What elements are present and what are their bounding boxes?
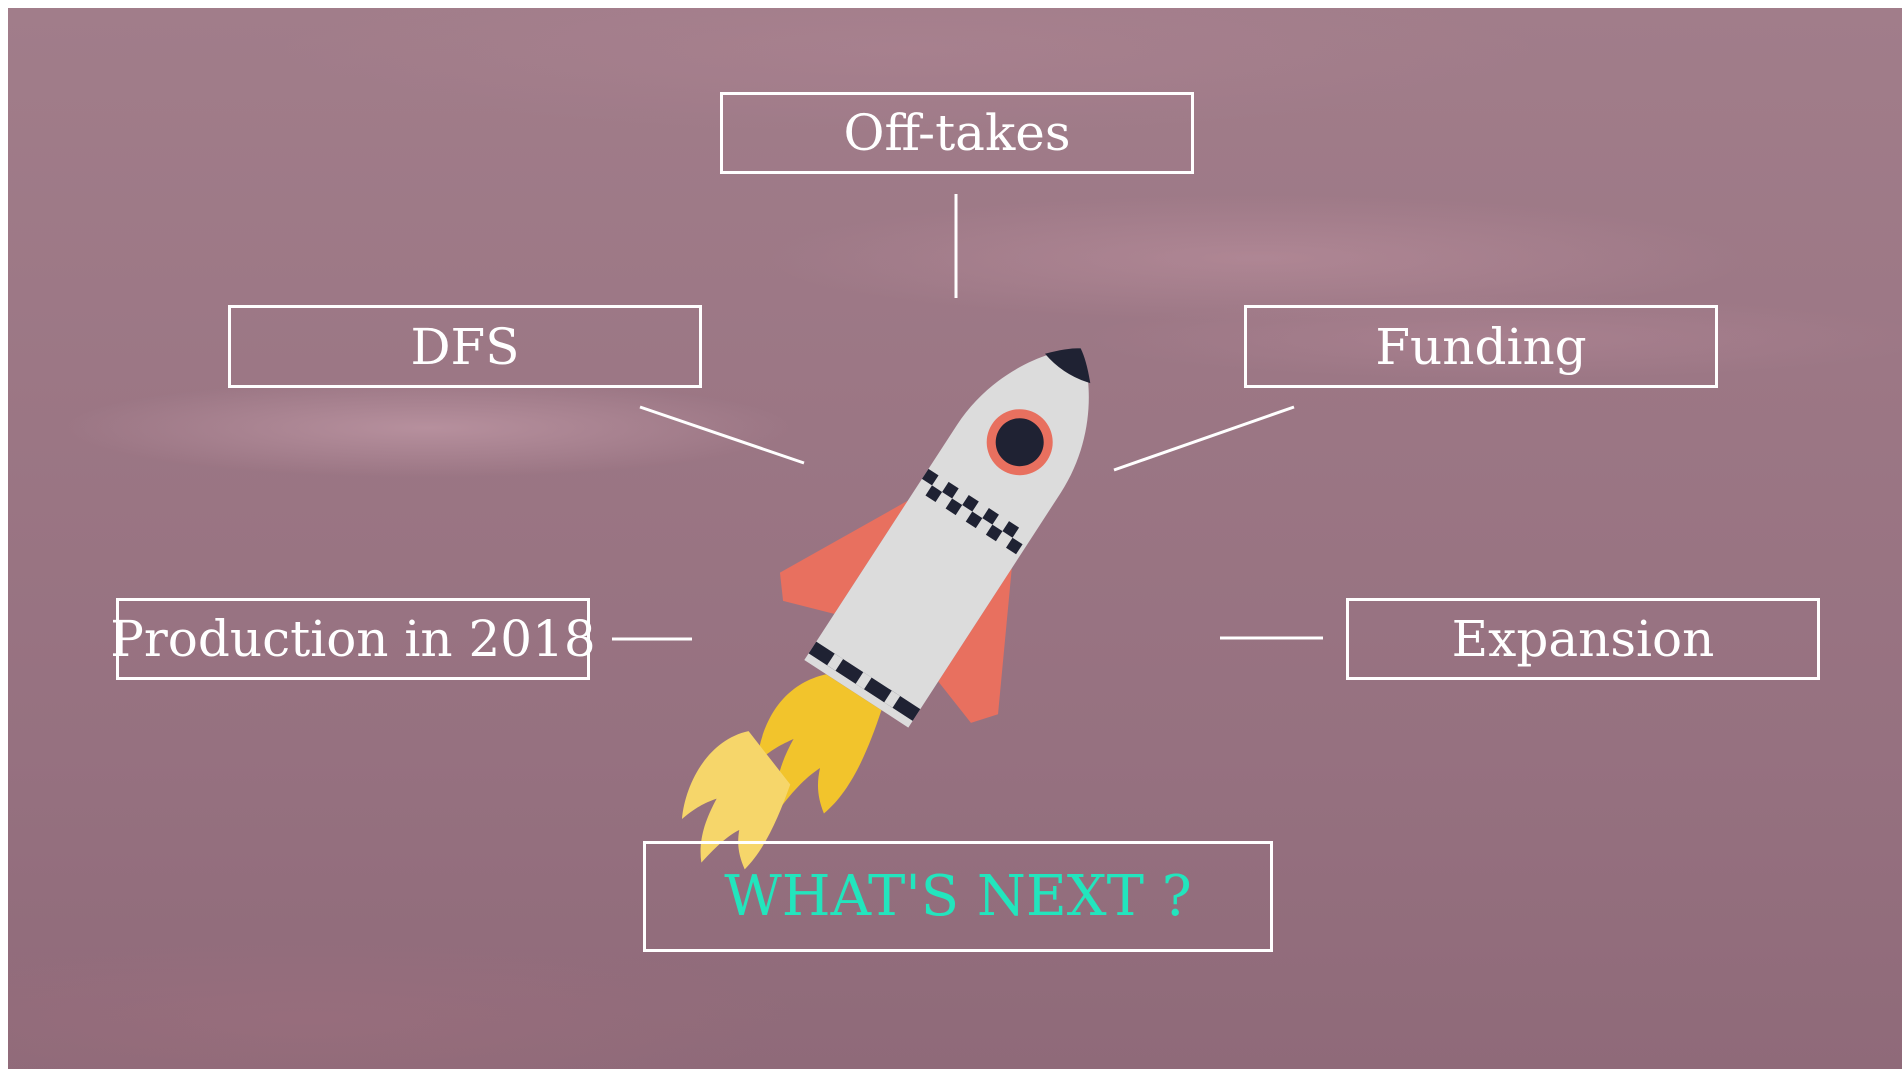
rocket-window-glass [995,418,1044,467]
label-expansion: Expansion [1451,610,1715,668]
label-offtakes: Off-takes [843,104,1071,162]
connector-dfs [639,405,805,465]
box-offtakes: Off-takes [720,92,1194,174]
title-box: WHAT'S NEXT ? [643,841,1273,952]
box-production: Production in 2018 [110,598,596,680]
title-text: WHAT'S NEXT ? [724,864,1192,929]
left-fin [779,500,908,614]
exhaust-gap [855,672,872,690]
box-dfs: DFS [228,305,702,388]
checker-band [921,468,1023,555]
box-expansion: Expansion [1346,598,1820,680]
label-production: Production in 2018 [110,610,596,668]
flame-icon [681,674,882,870]
label-dfs: DFS [410,317,520,376]
connector-funding [1113,405,1295,472]
right-fin [938,568,1012,723]
box-funding: Funding [1244,305,1718,388]
slide: Off-takes DFS Funding Production in 2018… [8,8,1902,1069]
rocket-illustration [681,348,1091,870]
exhaust-gap [827,653,844,671]
label-funding: Funding [1375,317,1587,376]
rocket-nose [1044,348,1091,384]
connector-lines [612,194,1323,641]
exhaust-gap [884,690,901,708]
